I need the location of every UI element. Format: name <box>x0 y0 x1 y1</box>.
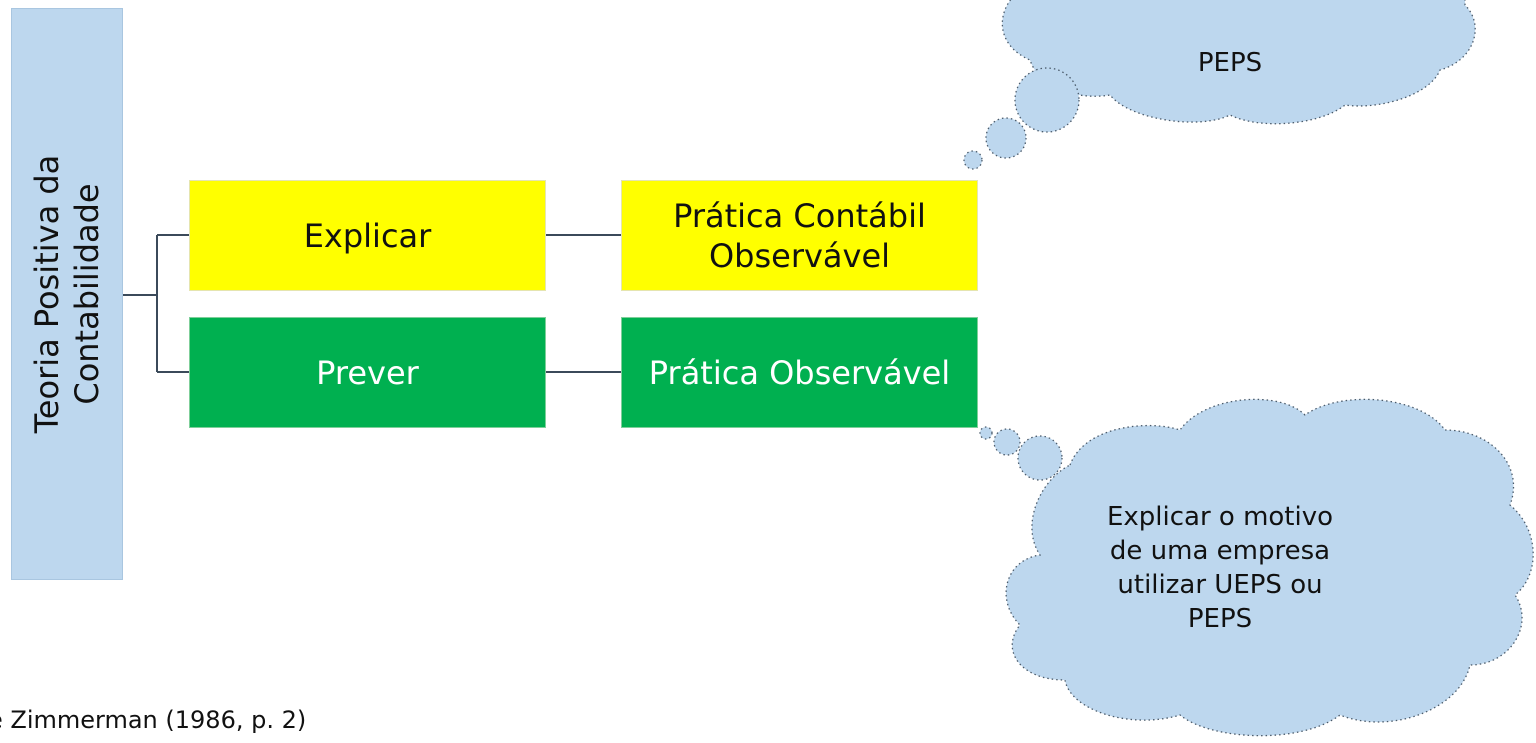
root-label-line2: Contabilidade <box>68 183 106 405</box>
node-pratica-observavel: Prática Observável <box>621 317 978 428</box>
node-explicar-label: Explicar <box>303 216 432 255</box>
thought-cloud-top-text: PEPS <box>1100 0 1360 80</box>
node-pratica-contabil-observavel: Prática Contábil Observável <box>621 180 978 291</box>
node-pratica-contabil-line2: Observável <box>708 236 891 275</box>
node-pratica-contabil-line1: Prática Contábil <box>673 196 926 235</box>
node-pratica-observavel-label: Prática Observável <box>648 353 951 392</box>
node-prever: Prever <box>189 317 546 428</box>
thought-cloud-bottom-line1: Explicar o motivo <box>1106 502 1334 532</box>
node-explicar: Explicar <box>189 180 546 291</box>
thought-cloud-bottom-line2: de uma empresa <box>1109 536 1331 566</box>
thought-cloud-bottom-line3: utilizar UEPS ou <box>1117 570 1323 600</box>
node-prever-label: Prever <box>316 353 419 392</box>
thought-cloud-bottom-line4: PEPS <box>1187 604 1253 634</box>
thought-cloud-bottom <box>979 398 1534 737</box>
tree-connectors <box>123 234 621 373</box>
thought-cloud-top <box>963 0 1476 170</box>
thought-cloud-bottom-text: Explicar o motivo de uma empresa utiliza… <box>1080 478 1360 658</box>
root-node-box <box>11 8 123 580</box>
root-label-line1: Teoria Positiva da <box>28 154 66 434</box>
thought-cloud-top-line: PEPS <box>1197 48 1263 78</box>
root-node-label: Teoria Positiva da Contabilidade <box>5 14 129 574</box>
source-caption: e Zimmerman (1986, p. 2) <box>0 706 307 734</box>
